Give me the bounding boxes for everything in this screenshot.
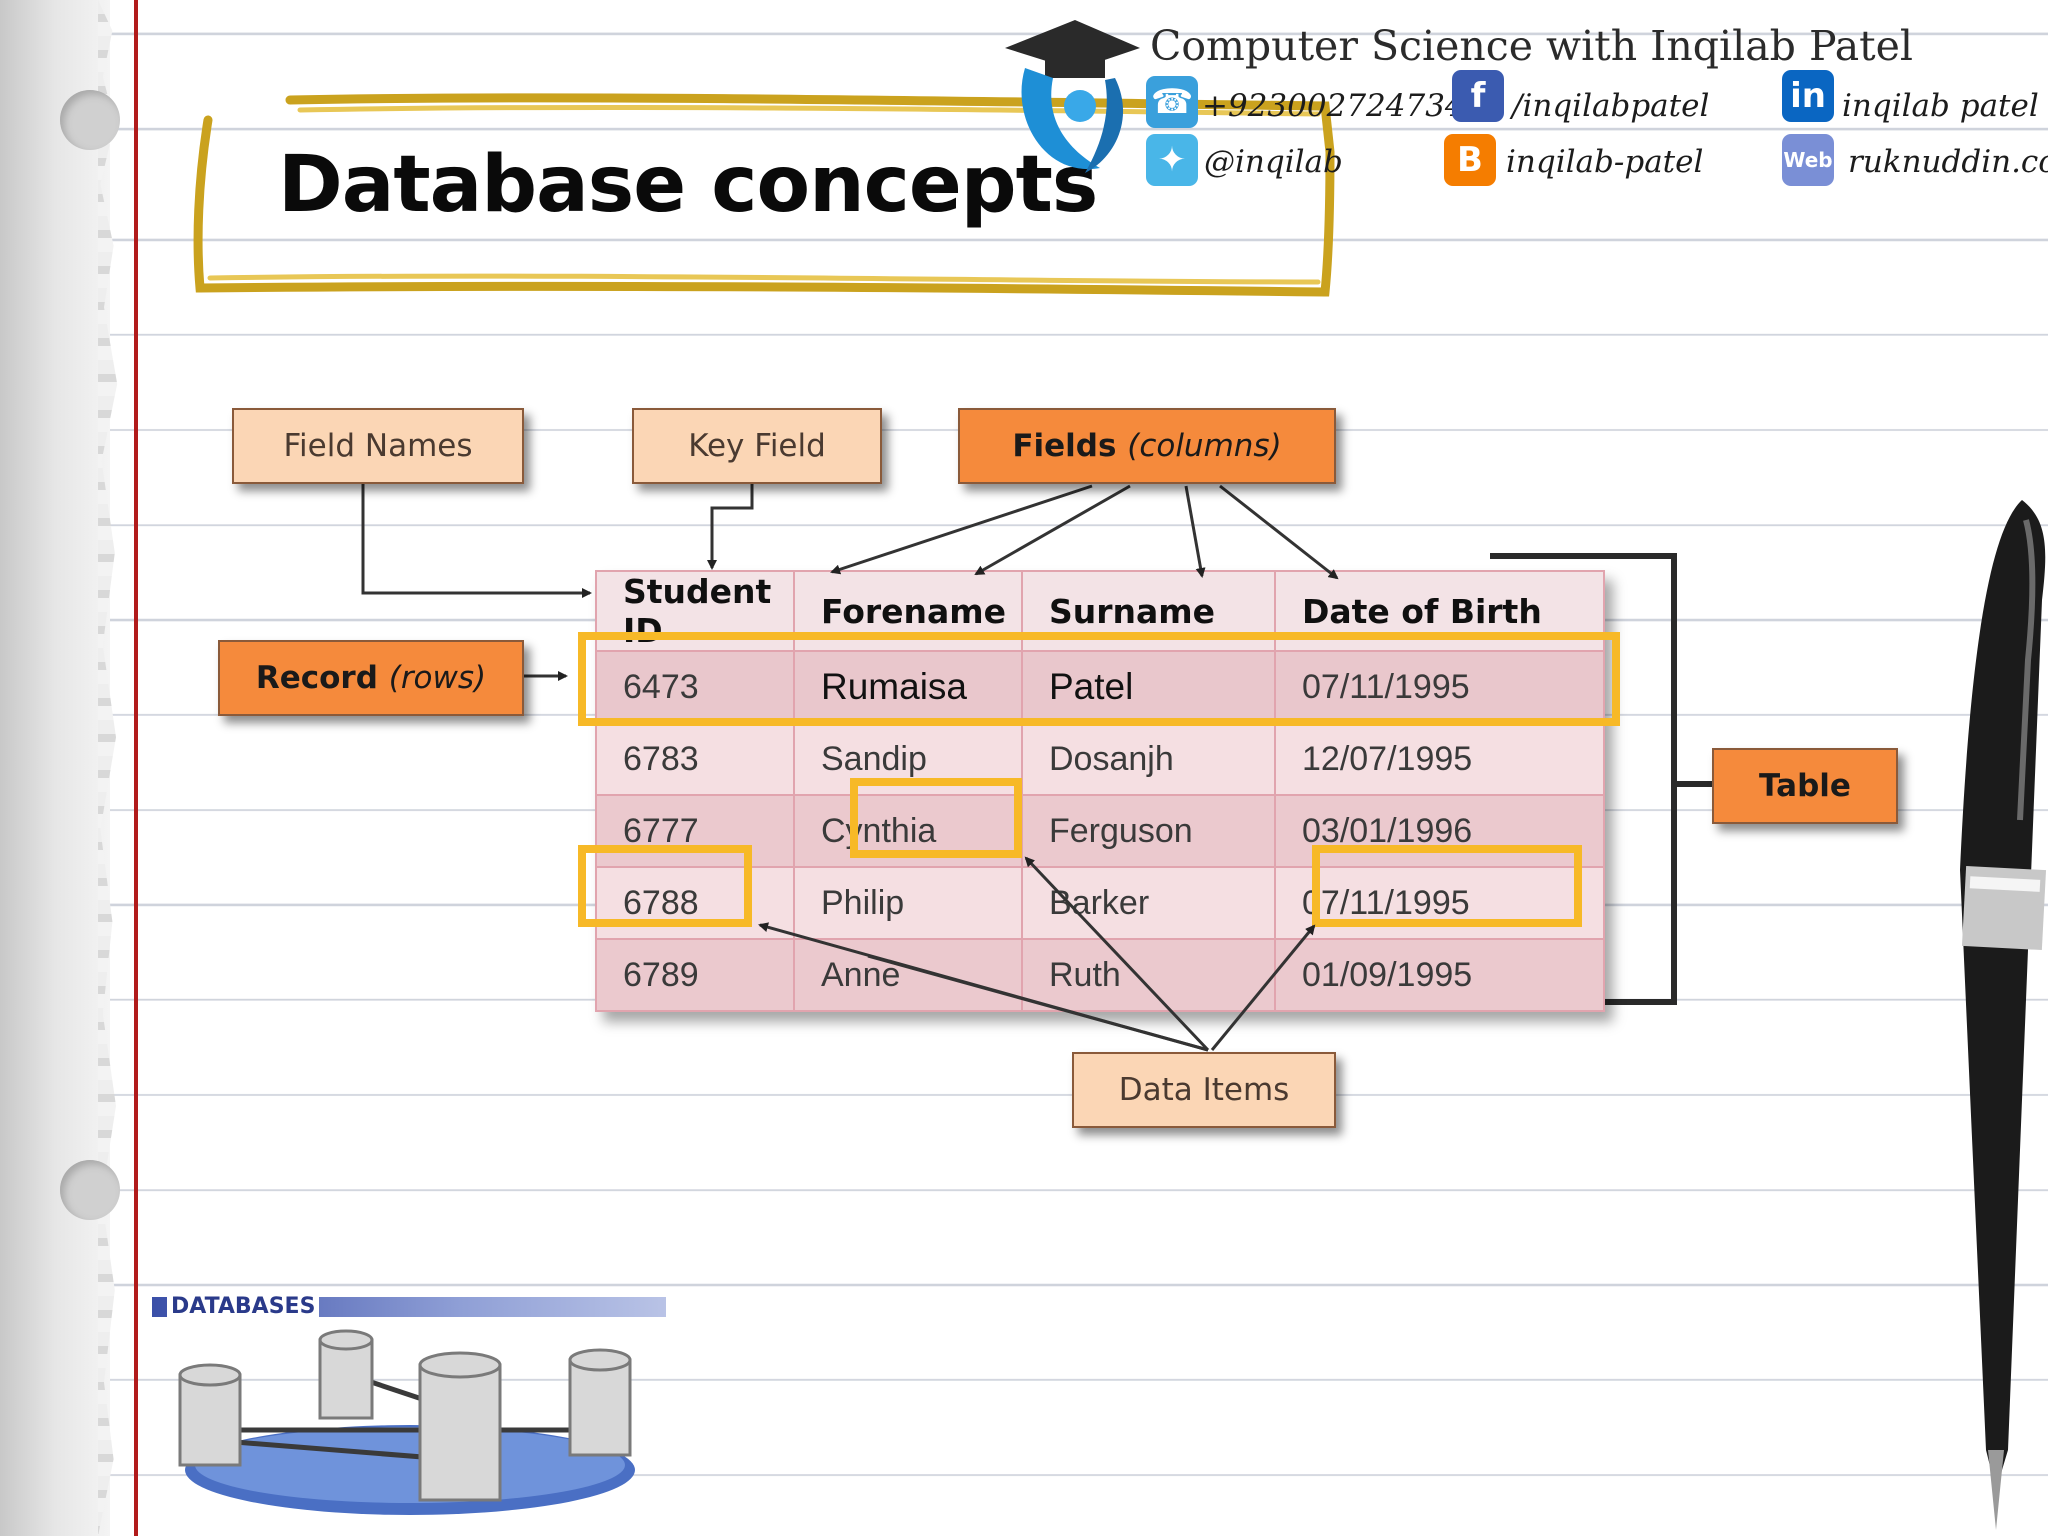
cell: 01/09/1995 [1274,938,1605,1012]
cell: Anne [793,938,1023,1012]
data-item-highlight [1312,845,1582,927]
twitter-contact[interactable]: @inqilab [1204,144,1343,180]
binder-hole [60,90,120,150]
cell: Ferguson [1021,794,1276,868]
database-network-icon [178,1329,635,1515]
blogger-icon: B [1444,134,1496,186]
brand-title: Computer Science with Inqilab Patel [1150,22,1914,70]
table-row: 6783 Sandip Dosanjh 12/07/1995 [595,722,1605,796]
label-data-items: Data Items [1072,1052,1336,1128]
cell: 12/07/1995 [1274,722,1605,796]
twitter-icon: ✦ [1146,134,1198,186]
margin-line [134,0,138,1536]
cell: Rumaisa [793,650,1023,724]
blogger-contact[interactable]: inqilab-patel [1506,144,1704,180]
key-field-highlight [578,845,752,927]
label-rows-text: (rows) [388,660,487,696]
label-fields-columns: Fields (columns) [958,408,1336,484]
binder-hole [60,1160,120,1220]
phone-contact[interactable]: +923002724734 [1202,88,1465,124]
label-record-rows: Record (rows) [218,640,524,716]
table-row: 6777 Cynthia Ferguson 03/01/1996 [595,794,1605,868]
record-highlight [578,632,1620,726]
slide-title: Database concepts [278,140,1098,230]
facebook-contact[interactable]: /inqilabpatel [1512,88,1710,124]
label-columns-text: (columns) [1127,428,1282,464]
graduation-logo-icon [1005,20,1140,173]
cell: Barker [1021,866,1276,940]
facebook-icon: f [1452,70,1504,122]
label-field-names: Field Names [232,408,524,484]
torn-paper-edge [0,0,110,1536]
phone-icon: ☎ [1146,76,1198,128]
linkedin-icon: in [1782,70,1834,122]
web-icon: Web [1782,134,1834,186]
pen-icon [1960,500,2047,1530]
label-record-text: Record [255,660,378,696]
cell: 6789 [595,938,795,1012]
label-fields-text: Fields [1012,428,1117,464]
linkedin-contact[interactable]: inqilab patel [1842,88,2039,124]
cell: Ruth [1021,938,1276,1012]
data-item-highlight [850,778,1022,858]
cell: Patel [1021,650,1276,724]
table-row: 6473 Rumaisa Patel 07/11/1995 [595,650,1605,724]
cell: Philip [793,866,1023,940]
cell: Dosanjh [1021,722,1276,796]
label-table: Table [1712,748,1898,824]
label-key-field: Key Field [632,408,882,484]
cell: 07/11/1995 [1274,866,1605,940]
databases-banner-text: DATABASES [167,1294,320,1320]
web-contact[interactable]: ruknuddin.com [1848,144,2048,180]
cell: 6783 [595,722,795,796]
cell: 6777 [595,794,795,868]
cell: 6473 [595,650,795,724]
cell: 07/11/1995 [1274,650,1605,724]
table-row: 6789 Anne Ruth 01/09/1995 [595,938,1605,1012]
cell: 03/01/1996 [1274,794,1605,868]
